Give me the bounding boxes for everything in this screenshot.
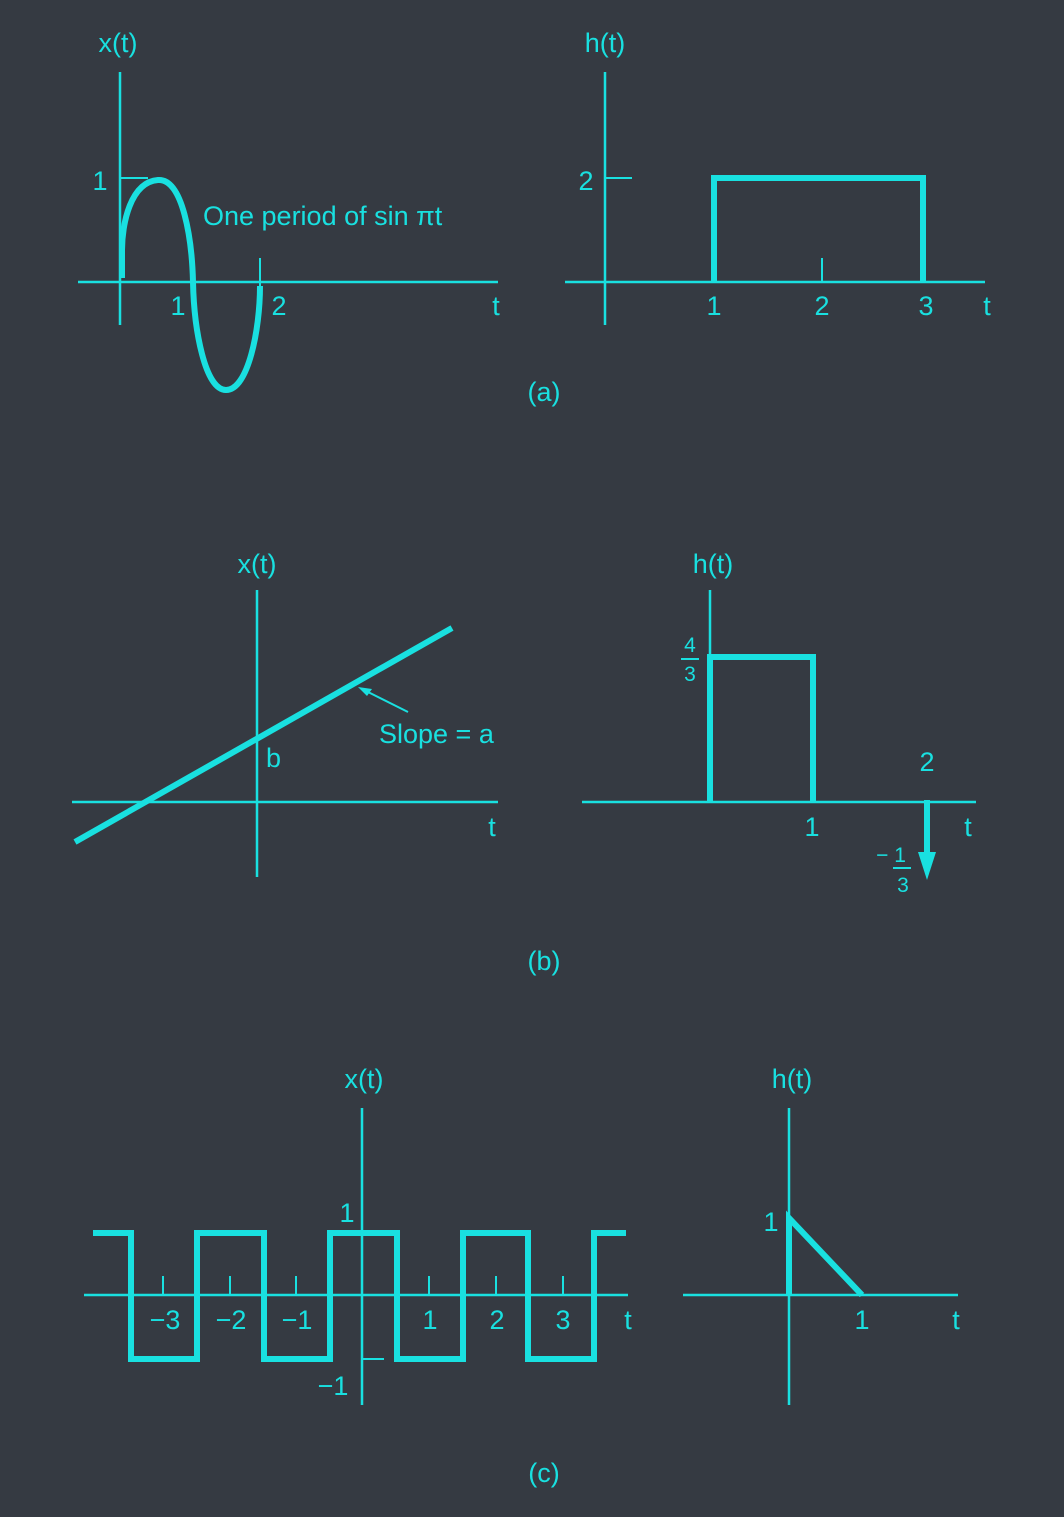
b-impulse-weight-den: 3 <box>897 874 909 897</box>
c-x-xtick-m2: −2 <box>216 1305 247 1335</box>
a-h-xtick-1: 1 <box>706 291 721 321</box>
b-impulse-time-label: 2 <box>919 747 934 777</box>
b-x-tlabel: t <box>488 812 496 842</box>
a-x-ylabel: x(t) <box>99 28 138 58</box>
c-x-xtick-m1: −1 <box>282 1305 313 1335</box>
b-h-impulse-arrowhead <box>918 852 936 880</box>
panel-c-x-plot: x(t) 1 −1 −3 −2 −1 1 2 3 t <box>84 1064 632 1405</box>
b-h-rect-pulse <box>707 654 816 802</box>
panel-b: x(t) b Slope = a t h(t) 4 3 1 2 − 1 3 t … <box>72 549 976 976</box>
b-x-ylabel: x(t) <box>238 549 277 579</box>
panel-b-h-plot: h(t) 4 3 1 2 − 1 3 t <box>582 549 976 897</box>
panel-c-h-plot: h(t) 1 1 t <box>683 1064 960 1405</box>
a-x-tlabel: t <box>492 291 500 321</box>
a-x-xtick-1: 1 <box>170 291 185 321</box>
b-h-xtick-1: 1 <box>804 812 819 842</box>
b-slope-arrowhead <box>358 687 372 696</box>
b-h-ytick-den: 3 <box>684 663 696 686</box>
a-sine-annotation: One period of sin πt <box>203 201 443 231</box>
c-x-xtick-m3: −3 <box>150 1305 181 1335</box>
a-h-xtick-2: 2 <box>814 291 829 321</box>
a-h-ytick-2: 2 <box>578 166 593 196</box>
c-h-ylabel: h(t) <box>772 1064 813 1094</box>
a-x-ytick-1: 1 <box>92 166 107 196</box>
panel-c-caption: (c) <box>528 1458 559 1488</box>
a-h-tlabel: t <box>983 291 991 321</box>
b-h-ytick-num: 4 <box>684 634 696 657</box>
panel-c: x(t) 1 −1 −3 −2 −1 1 2 3 t h(t) 1 1 t (c… <box>84 1064 960 1488</box>
b-x-ramp-line <box>73 625 454 845</box>
c-x-square-wave <box>93 1230 626 1362</box>
c-x-xtick-1: 1 <box>422 1305 437 1335</box>
c-x-xtick-2: 2 <box>489 1305 504 1335</box>
c-h-triangle <box>786 1210 865 1298</box>
a-x-sine-curve <box>119 177 263 394</box>
panel-b-caption: (b) <box>528 946 561 976</box>
b-impulse-weight-num: − 1 <box>876 844 906 867</box>
a-h-xtick-3: 3 <box>918 291 933 321</box>
c-h-xtick-1: 1 <box>854 1305 869 1335</box>
panel-b-x-plot: x(t) b Slope = a t <box>72 549 498 877</box>
c-h-ytick-1: 1 <box>763 1207 778 1237</box>
panel-a-x-plot: x(t) 1 1 2 t One period of sin πt <box>78 28 500 394</box>
b-slope-label: Slope = a <box>379 719 495 749</box>
a-h-ylabel: h(t) <box>585 28 626 58</box>
c-h-tlabel: t <box>952 1305 960 1335</box>
panel-a-h-plot: h(t) 2 1 2 3 t <box>565 28 991 325</box>
c-x-ytick-pos: 1 <box>339 1198 354 1228</box>
b-intercept-label: b <box>266 743 281 773</box>
b-h-ylabel: h(t) <box>693 549 734 579</box>
c-x-ylabel: x(t) <box>345 1064 384 1094</box>
a-x-xtick-2: 2 <box>271 291 286 321</box>
b-h-tlabel: t <box>964 812 972 842</box>
panel-a-caption: (a) <box>528 377 561 407</box>
c-x-xtick-3: 3 <box>555 1305 570 1335</box>
a-h-rect-pulse <box>711 175 926 282</box>
b-slope-leader <box>361 688 409 713</box>
c-x-ytick-neg: −1 <box>318 1371 349 1401</box>
c-x-tlabel: t <box>624 1305 632 1335</box>
panel-a: x(t) 1 1 2 t One period of sin πt h(t) 2… <box>78 28 991 407</box>
